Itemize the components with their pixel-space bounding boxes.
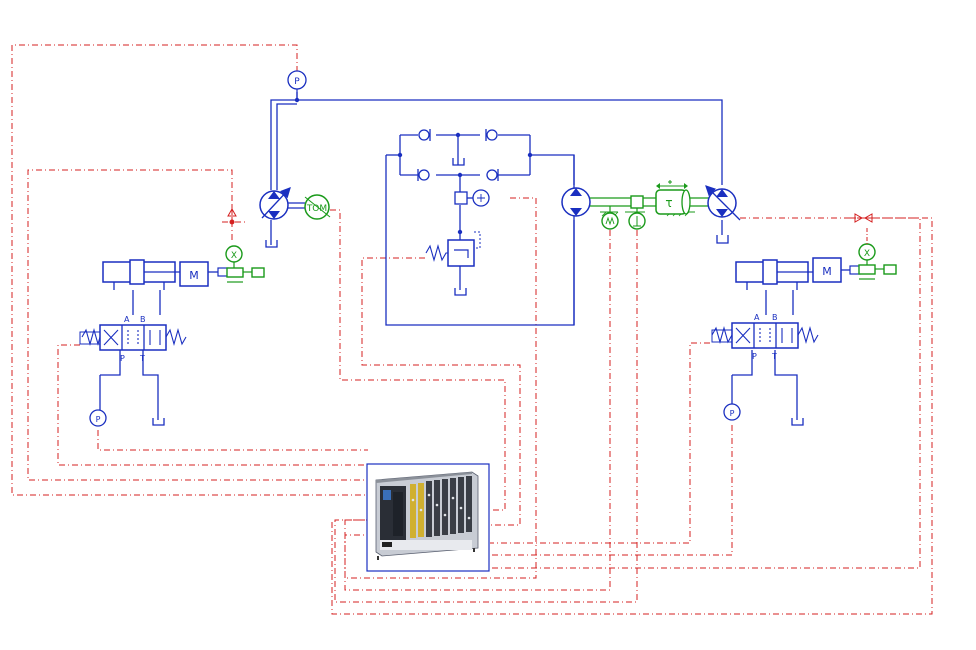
pressure-sensor-top: P — [287, 70, 307, 100]
displacement-sensor-right: X — [858, 228, 897, 280]
speed-sensor — [601, 206, 619, 230]
inertia-load: τ — [655, 180, 691, 215]
tank-symbols — [152, 158, 804, 426]
hydraulic-motor-center — [561, 187, 591, 217]
pressure-sensor-label: P — [294, 77, 300, 87]
signal-lines — [11, 44, 933, 615]
port-a-left: A — [124, 315, 130, 324]
check-valve-bridge — [417, 129, 499, 207]
torque-sensor — [628, 195, 646, 230]
signal-junctions — [227, 207, 873, 225]
variable-pump-right — [705, 185, 741, 221]
torque-meter-label: TOM — [306, 204, 327, 214]
displacement-label-left: X — [231, 251, 237, 261]
torque-label: τ — [665, 196, 672, 210]
torque-meter-left: TOM — [304, 194, 331, 220]
variable-pump-left — [259, 187, 305, 220]
directional-valve-right: A B P T — [711, 313, 819, 361]
pressure-source-left: P — [89, 409, 107, 427]
mechanical-shaft — [590, 197, 710, 217]
displacement-sensor-left: X — [225, 245, 265, 283]
port-t-right: T — [771, 352, 777, 361]
port-t-left: T — [139, 354, 145, 363]
directional-valve-left: A B P T — [79, 315, 187, 363]
port-b-right: B — [772, 313, 778, 322]
port-p-left: P — [120, 354, 125, 363]
ni-pxi-chassis-icon — [366, 463, 490, 572]
cylinder-left: M — [102, 259, 229, 287]
cylinder-right: M — [735, 257, 861, 285]
port-b-left: B — [140, 315, 146, 324]
port-a-right: A — [754, 313, 760, 322]
motor-label-left: M — [189, 269, 199, 282]
displacement-label-right: X — [864, 249, 870, 259]
motor-label-right: M — [822, 265, 832, 278]
pressure-source-left-label: P — [96, 415, 101, 424]
pressure-source-right-label: P — [730, 409, 735, 418]
hydraulic-junctions — [294, 97, 533, 235]
hydraulic-lines — [99, 92, 798, 420]
pressure-source-right: P — [723, 403, 741, 421]
port-p-right: P — [752, 352, 757, 361]
relief-valve-center — [425, 231, 481, 267]
